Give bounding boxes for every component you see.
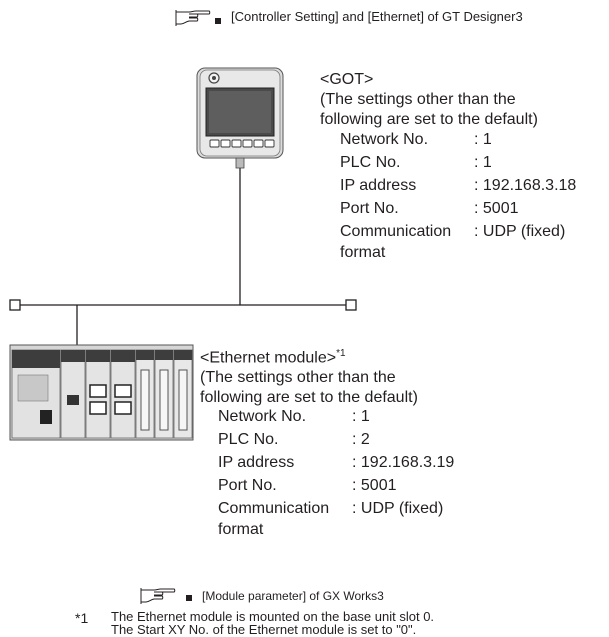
bus-terminator-left [10, 300, 20, 310]
ethernet-desc-line1: (The settings other than the [200, 368, 418, 388]
eth-label-plc-no: PLC No. [218, 430, 278, 450]
eth-value-port-no: : 5001 [352, 476, 396, 496]
eth-value-network-no: : 1 [352, 407, 370, 427]
eth-label-ip-address: IP address [218, 453, 294, 473]
footnote: *1 The Ethernet module is mounted on the… [75, 610, 605, 636]
got-label-format: format [340, 243, 385, 263]
got-value-port-no: : 5001 [474, 199, 518, 219]
eth-value-plc-no: : 2 [352, 430, 370, 450]
eth-label-format: format [218, 520, 263, 540]
ethernet-heading: <Ethernet module>*1 [200, 344, 418, 368]
footnote-ref: *1 [336, 348, 345, 359]
got-heading: <GOT> [320, 70, 538, 90]
got-value-plc-no: : 1 [474, 153, 492, 173]
eth-label-network-no: Network No. [218, 407, 306, 427]
bullet-square-icon [215, 18, 221, 24]
got-device-icon [197, 68, 283, 168]
pointing-hand-icon [175, 8, 211, 28]
got-desc-line2: following are set to the default) [320, 110, 538, 130]
footnote-text: The Ethernet module is mounted on the ba… [111, 610, 609, 636]
got-value-communication: : UDP (fixed) [474, 222, 565, 242]
reference-module-parameter: [Module parameter] of GX Works3 [140, 586, 520, 606]
eth-label-port-no: Port No. [218, 476, 277, 496]
ethernet-desc-line2: following are set to the default) [200, 388, 418, 408]
ethernet-module-settings: <Ethernet module>*1 (The settings other … [200, 344, 418, 408]
got-label-communication: Communication [340, 222, 451, 242]
reference-text: [Controller Setting] and [Ethernet] of G… [231, 9, 531, 25]
got-settings: <GOT> (The settings other than the follo… [320, 70, 538, 130]
footnote-mark: *1 [75, 610, 88, 627]
got-label-ip-address: IP address [340, 176, 416, 196]
eth-value-communication: : UDP (fixed) [352, 499, 443, 519]
got-label-plc-no: PLC No. [340, 153, 400, 173]
ethernet-heading-text: <Ethernet module> [200, 349, 336, 366]
plc-rack-icon [10, 345, 193, 440]
got-desc-line1: (The settings other than the [320, 90, 538, 110]
footnote-line2: The Start XY No. of the Ethernet module … [111, 624, 609, 636]
got-label-port-no: Port No. [340, 199, 399, 219]
reference-text: [Module parameter] of GX Works3 [202, 588, 502, 604]
got-value-ip-address: : 192.168.3.18 [474, 176, 576, 196]
eth-label-communication: Communication [218, 499, 329, 519]
bullet-square-icon [186, 595, 192, 601]
got-value-network-no: : 1 [474, 130, 492, 150]
got-label-network-no: Network No. [340, 130, 428, 150]
bus-terminator-right [346, 300, 356, 310]
pointing-hand-icon [140, 586, 176, 606]
eth-value-ip-address: : 192.168.3.19 [352, 453, 454, 473]
